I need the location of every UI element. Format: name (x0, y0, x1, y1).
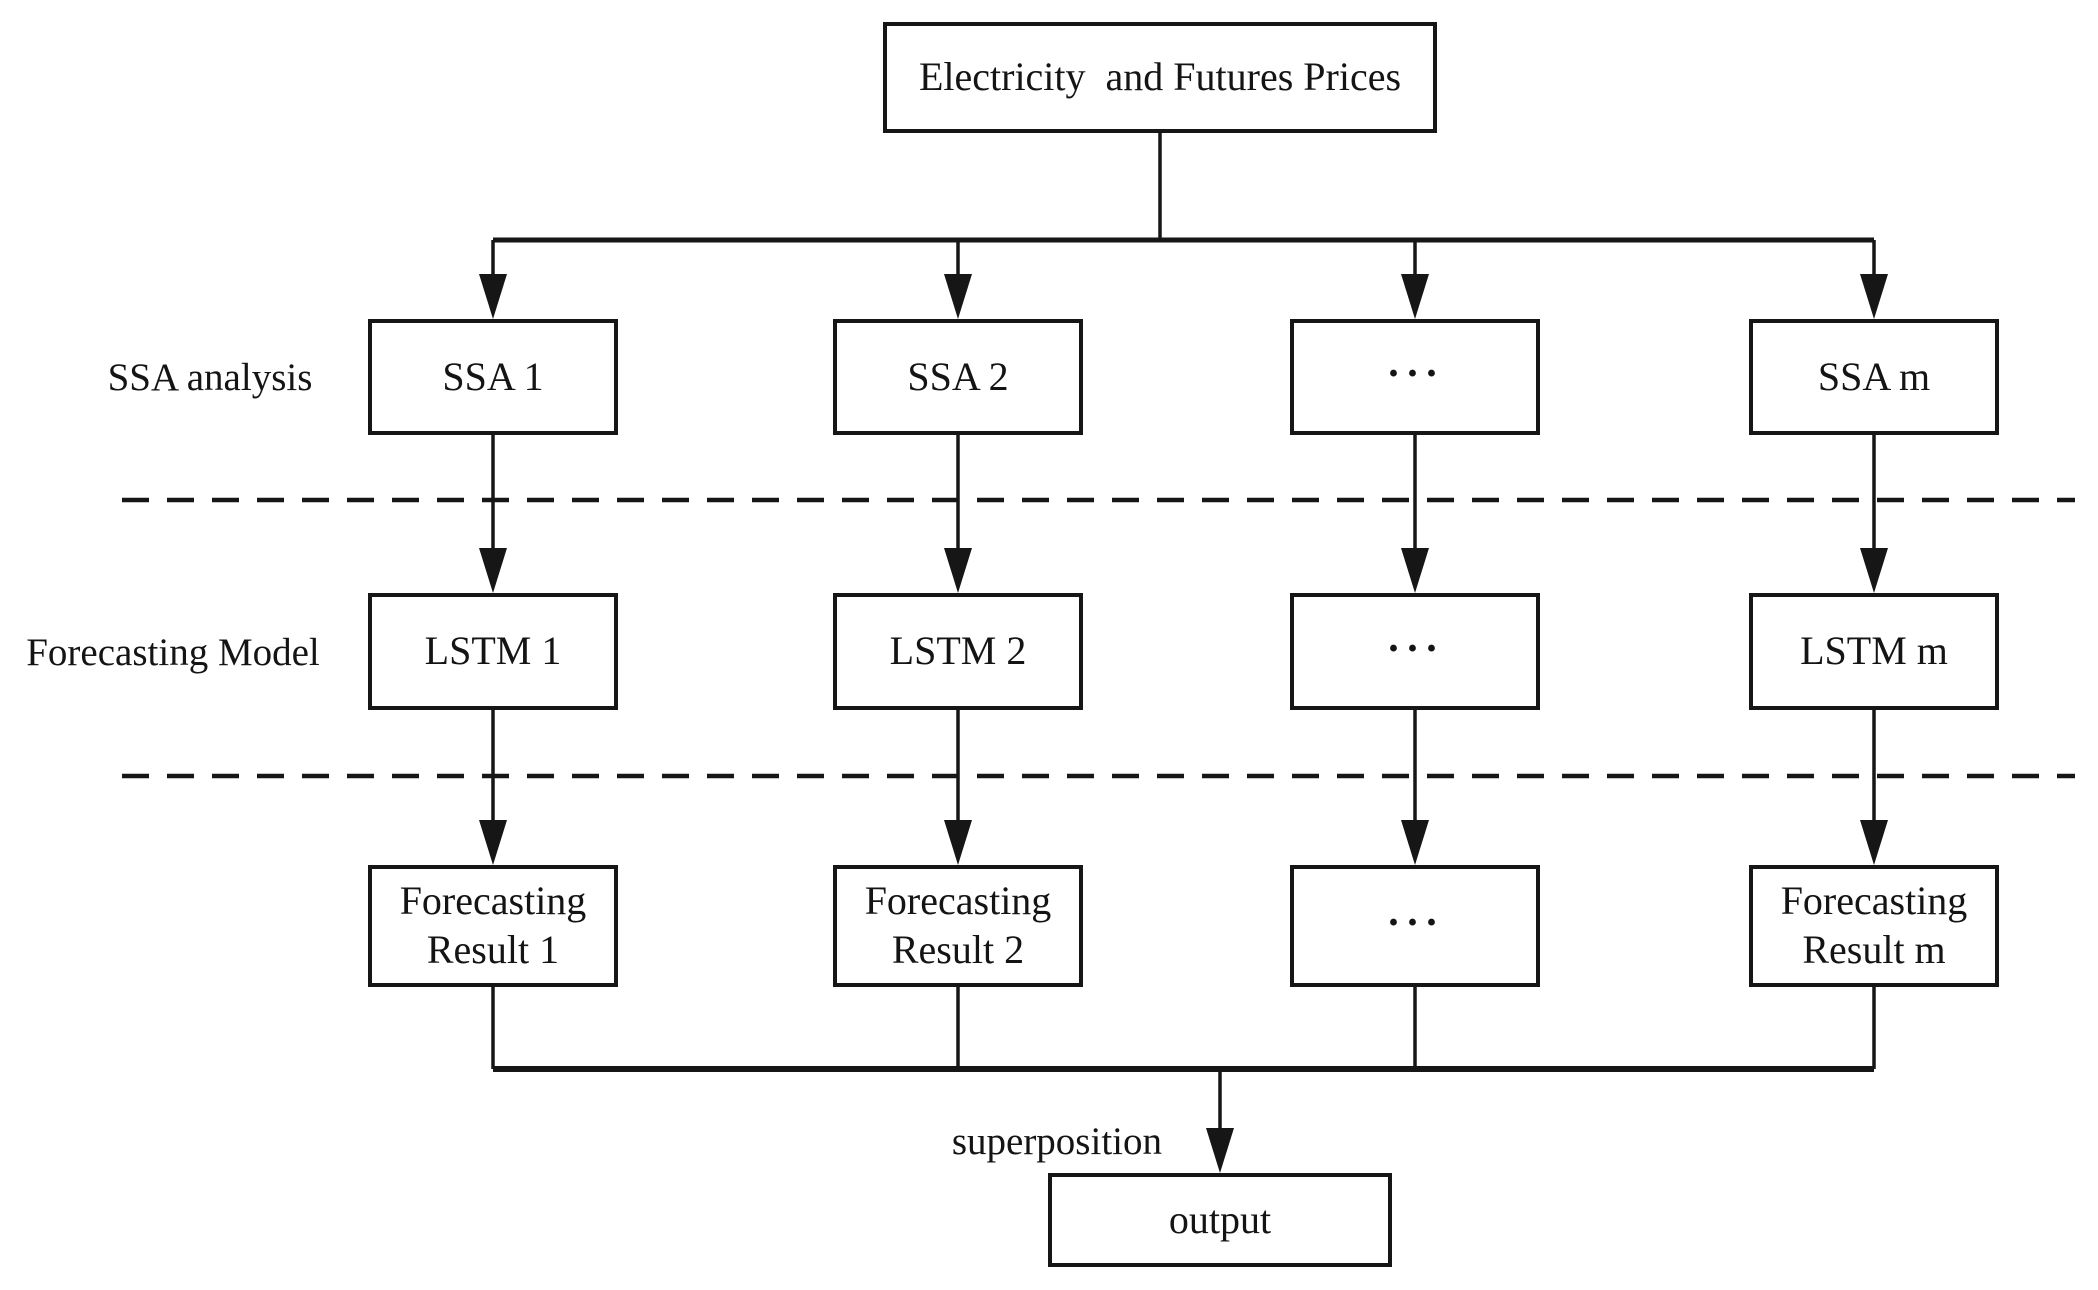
ssa-ellipsis-box: ··· (1290, 319, 1540, 435)
arrowhead (1401, 548, 1429, 593)
ssa-2-box: SSA 2 (833, 319, 1083, 435)
output-box: output (1048, 1173, 1392, 1267)
arrowhead (1860, 548, 1888, 593)
arrowhead (944, 820, 972, 865)
arrowhead (479, 548, 507, 593)
stage-label-forecasting-model: Forecasting Model (26, 630, 320, 674)
stage-label-ssa-analysis: SSA analysis (107, 355, 313, 399)
arrowhead (944, 548, 972, 593)
arrowhead (944, 274, 972, 319)
forecasting-result-m-box: Forecasting Result m (1749, 865, 1999, 987)
arrowhead (1860, 274, 1888, 319)
lstm-2-box: LSTM 2 (833, 593, 1083, 710)
arrowhead (479, 274, 507, 319)
forecasting-result-ellipsis-box: ··· (1290, 865, 1540, 987)
forecasting-result-2-box: Forecasting Result 2 (833, 865, 1083, 987)
forecasting-result-1-box: Forecasting Result 1 (368, 865, 618, 987)
input-box: Electricity and Futures Prices (883, 22, 1437, 133)
arrowhead (479, 820, 507, 865)
lstm-m-box: LSTM m (1749, 593, 1999, 710)
arrowhead (1206, 1128, 1234, 1173)
lstm-1-box: LSTM 1 (368, 593, 618, 710)
arrowhead (1401, 274, 1429, 319)
arrowhead (1401, 820, 1429, 865)
ssa-1-box: SSA 1 (368, 319, 618, 435)
superposition-label: superposition (951, 1119, 1162, 1163)
lstm-ellipsis-box: ··· (1290, 593, 1540, 710)
ssa-m-box: SSA m (1749, 319, 1999, 435)
arrowhead (1860, 820, 1888, 865)
